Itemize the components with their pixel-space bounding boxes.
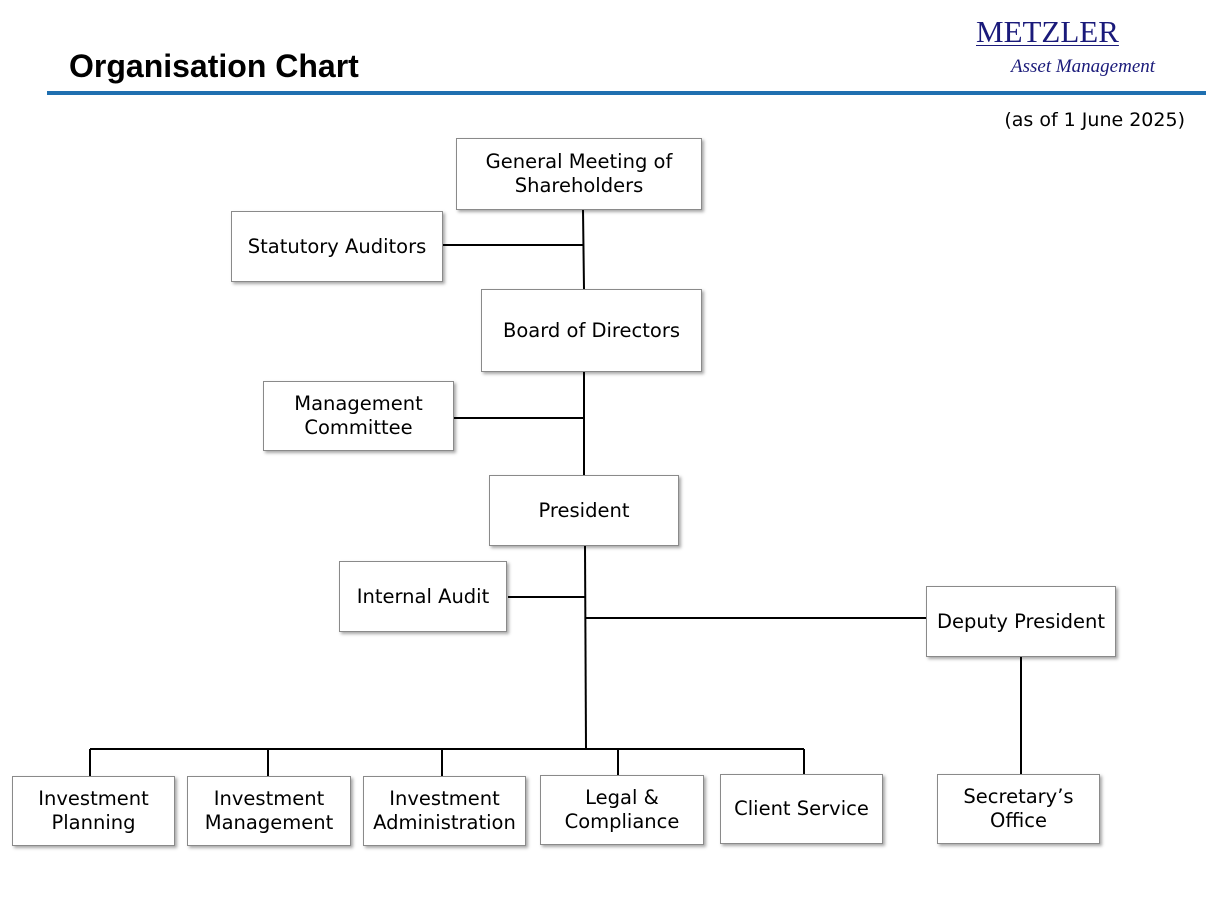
org-box-management-committee: Management Committee: [263, 381, 454, 451]
line-shareholders-board: [582, 209, 585, 290]
org-box-investment-administration: Investment Administration: [363, 776, 526, 846]
org-box-president: President: [489, 475, 679, 546]
org-box-statutory-auditors: Statutory Auditors: [231, 211, 443, 282]
logo-subtitle: Asset Management: [1011, 56, 1156, 77]
org-box-client-service: Client Service: [720, 774, 883, 844]
page-title: Organisation Chart: [69, 48, 359, 84]
org-box-internal-audit: Internal Audit: [339, 561, 507, 632]
title-divider: [47, 91, 1206, 95]
org-box-shareholders: General Meeting of Shareholders: [456, 138, 702, 210]
logo-name: METZLER: [976, 14, 1119, 49]
org-box-investment-management: Investment Management: [187, 776, 351, 846]
org-box-investment-planning: Investment Planning: [12, 776, 175, 846]
line-president-departments: [584, 545, 587, 750]
org-box-board-of-directors: Board of Directors: [481, 289, 702, 372]
org-box-deputy-president: Deputy President: [926, 586, 1116, 657]
org-box-secretary-office: Secretary’s Office: [937, 774, 1100, 844]
as-of-date: (as of 1 June 2025): [1004, 109, 1185, 131]
org-box-legal-compliance: Legal & Compliance: [540, 775, 704, 845]
